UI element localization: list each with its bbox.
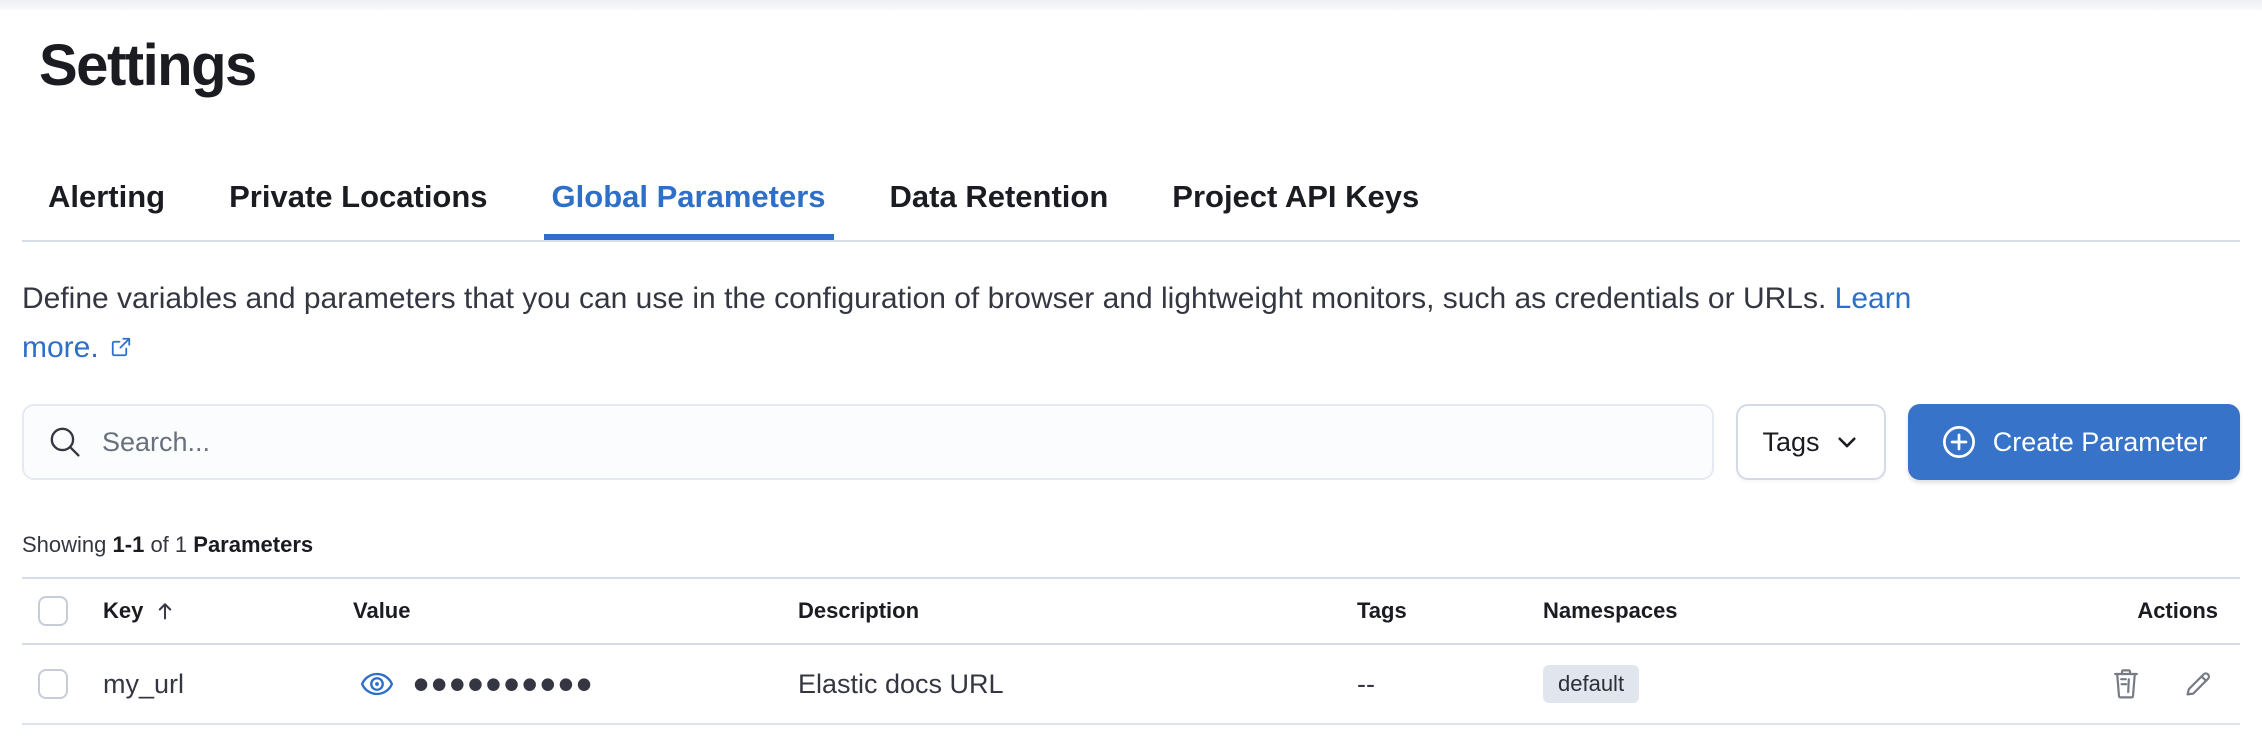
page-title: Settings [39,33,257,98]
chevron-down-icon [1837,437,1856,448]
table-header-row: Key Value Description Tags Namespaces Ac… [22,577,2240,645]
key-cell: my_url [103,668,185,699]
column-header-actions: Actions [2137,598,2218,623]
search-icon [50,427,80,457]
tabs-bottom-border [22,240,2240,242]
results-entity: Parameters [193,532,314,557]
namespaces-cell: default [1543,665,2080,703]
column-header-key[interactable]: Key [103,598,353,624]
top-strip [0,0,2262,10]
column-header-value[interactable]: Value [353,598,411,623]
learn-more-link[interactable]: Learn [1834,282,1912,315]
plus-in-circle-icon [1942,426,1975,458]
tags-filter-label: Tags [1762,426,1820,457]
search-box[interactable] [22,404,1714,480]
tags-cell: -- [1357,668,1375,699]
learn-more-link-2[interactable]: more. [22,331,99,364]
column-header-tags[interactable]: Tags [1357,598,1407,623]
toolbar: Tags Create Parameter [22,404,2240,480]
row-select-cell [22,669,103,699]
parameters-table: Key Value Description Tags Namespaces Ac… [22,577,2240,725]
column-header-description[interactable]: Description [798,598,920,623]
tab-data-retention[interactable]: Data Retention [889,179,1109,214]
tags-filter-button[interactable]: Tags [1736,404,1886,480]
namespace-badge: default [1543,665,1640,703]
edit-button[interactable] [2182,666,2218,702]
create-parameter-label: Create Parameter [1992,426,2208,457]
description-line-2: more. [22,323,1911,372]
create-parameter-button[interactable]: Create Parameter [1908,404,2240,480]
select-all-checkbox[interactable] [38,596,68,626]
tab-global-parameters[interactable]: Global Parameters [543,180,834,240]
column-header-namespaces[interactable]: Namespaces [1543,598,1678,623]
sort-ascending-icon [159,603,172,620]
select-all-cell [22,596,103,626]
description-line-1: Define variables and parameters that you… [22,282,1912,315]
trash-icon [2114,669,2138,699]
tab-project-api-keys[interactable]: Project API Keys [1172,179,1420,214]
delete-button[interactable] [2110,666,2146,702]
masked-value: •••••••••• [413,658,595,710]
row-checkbox[interactable] [38,669,68,699]
actions-cell [2080,666,2240,702]
description-cell: Elastic docs URL [798,668,1004,699]
results-range: 1-1 [112,532,145,557]
tab-alerting[interactable]: Alerting [48,179,166,214]
tab-private-locations[interactable]: Private Locations [229,179,488,214]
tabs: Alerting Private Locations Global Parame… [40,179,1427,240]
search-input[interactable] [102,426,1688,458]
table-row: my_url •••••••••• Elastic docs URL -- de… [22,645,2240,725]
show-value-button[interactable] [355,662,399,706]
page-description: Define variables and parameters that you… [22,274,1911,372]
results-summary: Showing 1-1 of 1 Parameters [22,532,314,557]
eye-icon [360,672,394,696]
pencil-icon [2186,672,2210,696]
value-cell: •••••••••• [353,658,798,710]
external-link-icon [109,325,133,357]
